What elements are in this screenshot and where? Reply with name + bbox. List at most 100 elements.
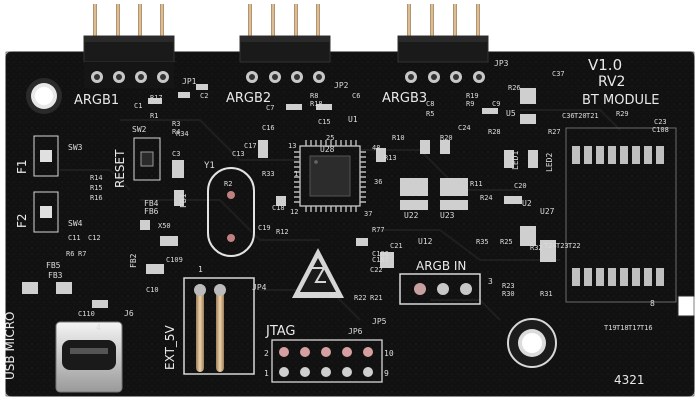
- pin-marker-8: 8: [650, 299, 655, 308]
- argb1-header: [83, 4, 175, 88]
- svg-text:R28: R28: [488, 128, 501, 136]
- argb-in-connector: [399, 273, 481, 305]
- svg-text:R18: R18: [310, 100, 323, 108]
- bt-module-label: BT MODULE: [582, 93, 659, 108]
- label-sw3: SW3: [68, 143, 83, 152]
- label-jp5: JP5: [372, 317, 387, 326]
- label-u27: U27: [540, 207, 555, 216]
- label-jp6: JP6: [348, 327, 363, 336]
- svg-text:T17: T17: [628, 324, 641, 332]
- label-argb-in: ARGB IN: [416, 259, 466, 273]
- pin-marker-36: 36: [374, 178, 382, 186]
- label-j6: J6: [124, 309, 134, 318]
- label-u1: U1: [348, 115, 358, 124]
- svg-text:R22: R22: [354, 294, 367, 302]
- svg-text:R34: R34: [176, 130, 189, 138]
- label-fb6: FB6: [144, 207, 159, 216]
- svg-text:T19: T19: [604, 324, 617, 332]
- usb-micro-connector: [55, 321, 123, 393]
- svg-text:R12: R12: [276, 228, 289, 236]
- svg-text:R8: R8: [310, 92, 318, 100]
- label-fb3: FB3: [48, 271, 63, 280]
- svg-text:C18: C18: [272, 204, 285, 212]
- svg-text:C22: C22: [370, 266, 383, 274]
- svg-text:T24: T24: [544, 242, 557, 250]
- argb2-header: [239, 4, 331, 83]
- board-version: V1.0: [588, 56, 622, 74]
- svg-text:R11: R11: [470, 180, 483, 188]
- svg-text:R29: R29: [616, 110, 629, 118]
- svg-text:C24: C24: [458, 124, 471, 132]
- pin-marker-5: 4: [96, 323, 101, 332]
- esd-warning-icon: [292, 248, 344, 298]
- svg-text:R7: R7: [78, 250, 86, 258]
- svg-text:T18: T18: [616, 324, 629, 332]
- svg-text:R3: R3: [172, 120, 180, 128]
- svg-text:R14: R14: [90, 174, 103, 182]
- svg-text:R6: R6: [66, 250, 74, 258]
- label-argb3: ARGB3: [382, 91, 427, 106]
- label-jp4: JP4: [252, 283, 267, 292]
- svg-text:T21: T21: [586, 112, 599, 120]
- svg-text:C21: C21: [390, 242, 403, 250]
- pin-marker-10: 10: [384, 349, 394, 358]
- argb3-header: [397, 4, 489, 83]
- pin-marker-25: 25: [326, 134, 334, 142]
- pin-marker-3: 3: [488, 277, 493, 286]
- label-f1: F1: [15, 159, 29, 174]
- svg-text:C15: C15: [318, 118, 331, 126]
- label-u12: U12: [418, 237, 433, 246]
- switch-sw4: [33, 191, 59, 233]
- svg-text:C108: C108: [652, 126, 669, 134]
- svg-text:R5: R5: [426, 110, 434, 118]
- pin-marker-1b: 1: [198, 265, 203, 274]
- svg-text:R21: R21: [370, 294, 383, 302]
- svg-text:R27: R27: [548, 128, 561, 136]
- label-y1: Y1: [204, 161, 215, 171]
- jtag-header: [271, 339, 383, 383]
- svg-text:R4: R4: [172, 128, 180, 136]
- svg-text:R17: R17: [150, 94, 163, 102]
- label-ext-5v: EXT_5V: [163, 324, 177, 370]
- svg-text:C106: C106: [372, 250, 389, 258]
- svg-text:C23: C23: [654, 118, 667, 126]
- crystal-y1: [207, 167, 255, 257]
- svg-text:C3: C3: [172, 150, 180, 158]
- svg-text:C110: C110: [78, 310, 95, 318]
- label-jp1: JP1: [182, 77, 197, 86]
- svg-text:C6: C6: [352, 92, 360, 100]
- label-jp2: JP2: [334, 81, 349, 90]
- label-fb2: FB2: [129, 253, 138, 268]
- label-sw4: SW4: [68, 219, 83, 228]
- pin-marker-1: 1: [294, 170, 298, 178]
- pin-marker-48: 48: [372, 144, 380, 152]
- label-sw2: SW2: [132, 125, 147, 134]
- svg-text:C20: C20: [514, 182, 527, 190]
- switch-reset: [133, 137, 161, 181]
- mounting-hole-bottom-right: [507, 318, 557, 368]
- label-led2: LED2: [545, 153, 554, 172]
- svg-text:C19: C19: [258, 224, 271, 232]
- label-usb-micro: USB MICRO: [3, 311, 17, 380]
- label-jp3: JP3: [494, 59, 509, 68]
- switch-sw3: [33, 135, 59, 177]
- label-argb2: ARGB2: [226, 91, 271, 106]
- label-u28: U28: [320, 145, 335, 154]
- svg-text:T23: T23: [556, 242, 569, 250]
- label-jtag: JTAG: [265, 324, 296, 339]
- label-fb5: FB5: [46, 261, 61, 270]
- svg-text:R33: R33: [262, 170, 275, 178]
- svg-text:T16: T16: [640, 324, 653, 332]
- svg-text:R24: R24: [480, 194, 493, 202]
- label-fb1: FB1: [179, 193, 188, 208]
- svg-text:T20: T20: [574, 112, 587, 120]
- svg-text:C10: C10: [146, 286, 159, 294]
- svg-text:R25: R25: [500, 238, 513, 246]
- label-u5: U5: [506, 109, 516, 118]
- board-revision: RV2: [598, 74, 625, 90]
- svg-text:C7: C7: [266, 104, 274, 112]
- smd-components: [22, 84, 556, 308]
- label-u22: U22: [404, 211, 419, 220]
- label-fb4: FB4: [144, 199, 159, 208]
